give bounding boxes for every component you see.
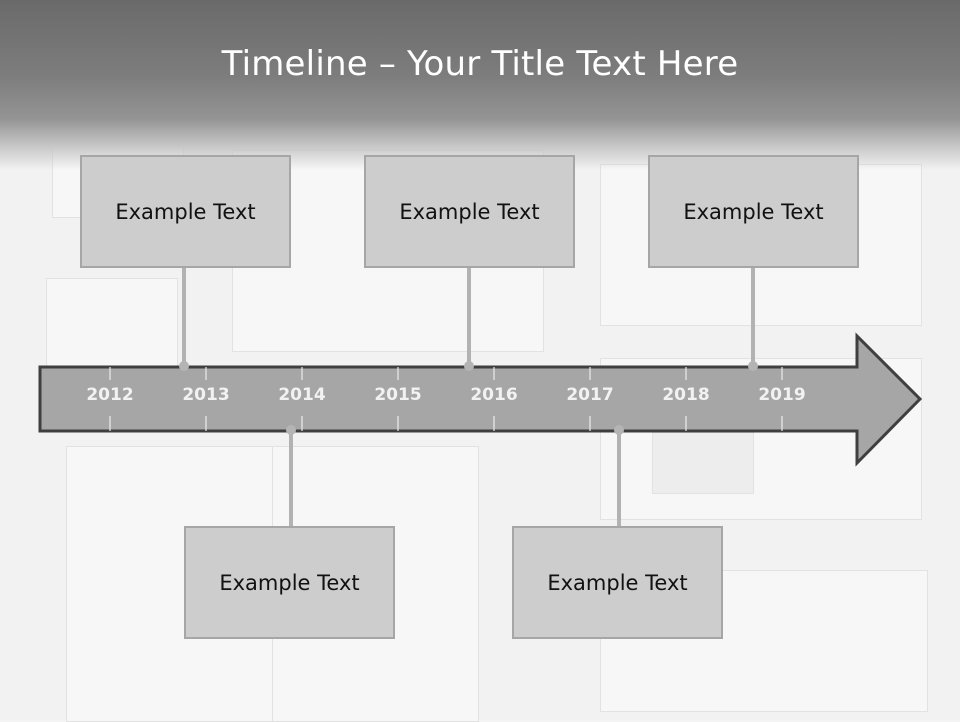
- connector-dot: [286, 425, 296, 435]
- event-box-bottom[interactable]: Example Text: [184, 526, 395, 639]
- event-label: Example Text: [399, 199, 540, 224]
- connector-dot: [464, 361, 474, 371]
- year-label: 2016: [470, 385, 518, 405]
- connector-dot: [179, 361, 189, 371]
- connector-line: [617, 430, 621, 527]
- event-label: Example Text: [115, 199, 256, 224]
- year-label: 2015: [374, 385, 422, 405]
- slide-title: Timeline – Your Title Text Here: [221, 44, 739, 84]
- connector-dot: [748, 361, 758, 371]
- connector-line: [751, 268, 755, 366]
- event-box-top[interactable]: Example Text: [364, 155, 575, 268]
- event-box-top[interactable]: Example Text: [648, 155, 859, 268]
- event-box-bottom[interactable]: Example Text: [512, 526, 723, 639]
- event-label: Example Text: [547, 570, 688, 595]
- event-box-top[interactable]: Example Text: [80, 155, 291, 268]
- envelope-window: [652, 432, 754, 494]
- connector-dot: [614, 425, 624, 435]
- connector-line: [289, 430, 293, 527]
- year-label: 2014: [278, 385, 326, 405]
- header-band: [0, 0, 960, 170]
- year-label: 2018: [662, 385, 710, 405]
- event-label: Example Text: [219, 570, 360, 595]
- paper-sheet: [46, 278, 178, 370]
- year-label: 2017: [566, 385, 614, 405]
- connector-line: [467, 268, 471, 366]
- connector-line: [182, 268, 186, 366]
- year-label: 2013: [182, 385, 230, 405]
- year-label: 2012: [86, 385, 134, 405]
- event-label: Example Text: [683, 199, 824, 224]
- year-label: 2019: [758, 385, 806, 405]
